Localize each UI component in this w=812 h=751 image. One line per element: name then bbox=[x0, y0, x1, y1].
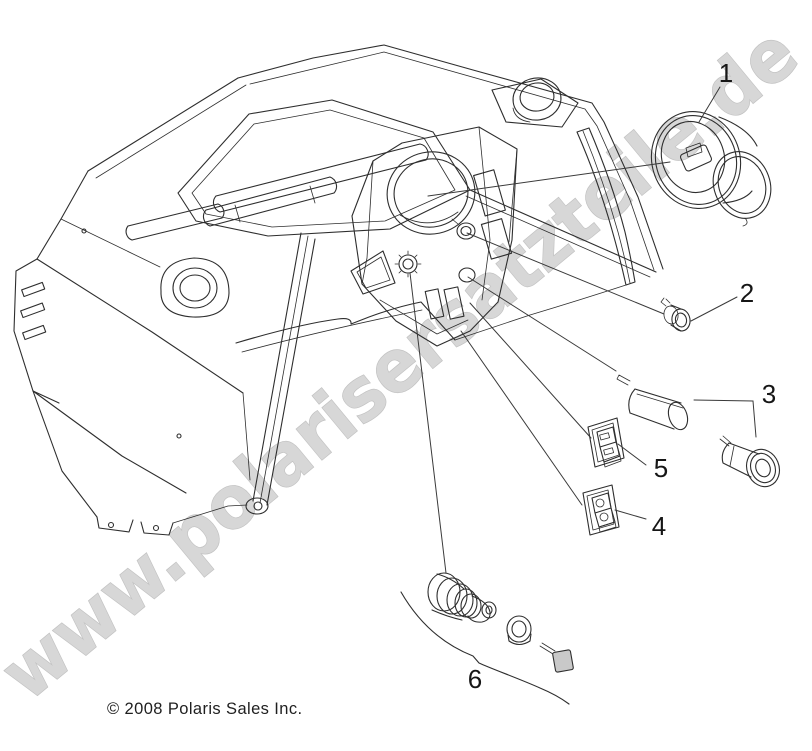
ignition-key bbox=[539, 642, 574, 673]
dash-console bbox=[351, 126, 518, 347]
storage-bin bbox=[125, 99, 471, 241]
dash-support-strut bbox=[242, 232, 316, 515]
part-3-lighter-drawing bbox=[616, 374, 781, 488]
leader-label1-to-part1 bbox=[698, 86, 721, 123]
part-4-switch-drawing bbox=[582, 484, 620, 536]
rivet bbox=[81, 228, 87, 234]
lighter-socket-hole bbox=[458, 267, 476, 283]
fender-mount-tabs bbox=[96, 504, 248, 536]
part-1-gauge-drawing bbox=[650, 111, 772, 227]
watermark: www.polarisersatzteile.de www.polarisers… bbox=[0, 6, 812, 721]
leader-console-to-part3 bbox=[467, 276, 617, 372]
leader-console-to-part2 bbox=[466, 232, 665, 315]
washer bbox=[481, 601, 497, 619]
leader-console-to-part1 bbox=[427, 161, 671, 197]
hood-outline bbox=[87, 44, 664, 278]
callouts: 1 2 3 4 5 6 bbox=[468, 58, 776, 694]
leader-label3-bracket bbox=[693, 399, 757, 438]
part-5-switch-drawing bbox=[587, 417, 625, 468]
leader-label2-to-part2 bbox=[690, 296, 738, 322]
leader-part4-to-label4 bbox=[614, 509, 647, 520]
copyright-text: © 2008 Polaris Sales Inc. bbox=[107, 700, 303, 718]
callout-1-label: 1 bbox=[719, 58, 733, 88]
gauge-opening bbox=[386, 151, 476, 235]
callout-5-label: 5 bbox=[654, 453, 668, 483]
left-fender bbox=[13, 170, 316, 536]
console-vents bbox=[473, 169, 513, 260]
right-pillar-trim bbox=[454, 127, 636, 341]
callout-4-label: 4 bbox=[652, 511, 666, 541]
part-6-ignition-drawing bbox=[400, 572, 574, 705]
callout-2-label: 2 bbox=[740, 278, 754, 308]
headlight-pod-left bbox=[160, 257, 230, 318]
group-brace bbox=[400, 591, 570, 705]
vehicle-dash-drawing bbox=[13, 44, 664, 536]
watermark-text: www.polarisersatzteile.de bbox=[0, 11, 812, 717]
steering-column-cutout bbox=[350, 250, 396, 295]
accessory-socket-boss bbox=[451, 218, 476, 240]
leader-lines bbox=[409, 86, 757, 574]
leader-part5-to-label5 bbox=[617, 443, 647, 466]
fascia-vents bbox=[20, 281, 47, 341]
service-parts bbox=[400, 111, 781, 705]
mounting-nut bbox=[506, 615, 532, 646]
switch-cutouts bbox=[424, 286, 465, 320]
part-2-socket-drawing bbox=[660, 297, 691, 332]
callout-6-label: 6 bbox=[468, 664, 482, 694]
headlight-pod-right bbox=[491, 77, 579, 128]
rivet bbox=[176, 433, 182, 439]
leader-console-to-part5 bbox=[469, 302, 592, 439]
ignition-switch-hole bbox=[394, 250, 422, 278]
callout-3-label: 3 bbox=[762, 379, 776, 409]
leader-console-to-part4 bbox=[460, 330, 583, 506]
lower-dash-edge bbox=[235, 301, 456, 353]
leader-console-to-part6 bbox=[409, 272, 447, 574]
